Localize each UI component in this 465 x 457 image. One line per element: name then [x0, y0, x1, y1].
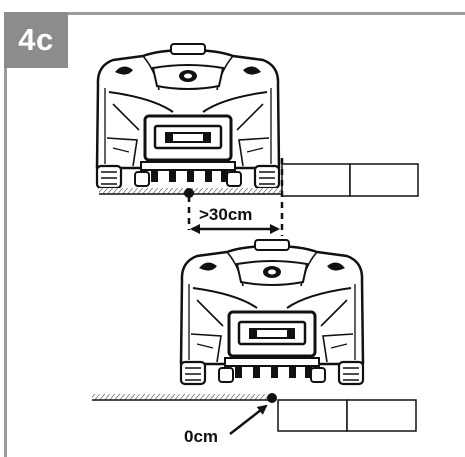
- step-badge: 4c: [4, 12, 68, 68]
- paving-slab-bottom-2: [346, 399, 417, 432]
- lawn-hatch-bottom: [92, 394, 274, 400]
- frame-top-rule: [4, 12, 465, 15]
- paving-slab-bottom-1: [277, 399, 348, 432]
- distance-label-top: >30cm: [199, 205, 252, 224]
- boundary-wire-dot-top: [184, 188, 194, 198]
- bottom-scene: 0cm: [92, 238, 417, 446]
- mower-top: [95, 42, 281, 190]
- top-scene: >30cm: [95, 42, 419, 236]
- step-label: 4c: [18, 22, 54, 57]
- mower-bottom: [179, 238, 365, 386]
- frame-left-rule: [4, 12, 7, 457]
- paving-slab-top-2: [349, 163, 419, 197]
- zero-distance-arrow: [229, 404, 268, 435]
- distance-label-bottom: 0cm: [184, 427, 218, 446]
- boundary-wire-dot-bottom: [267, 393, 277, 403]
- paving-slab-top-1: [281, 163, 351, 197]
